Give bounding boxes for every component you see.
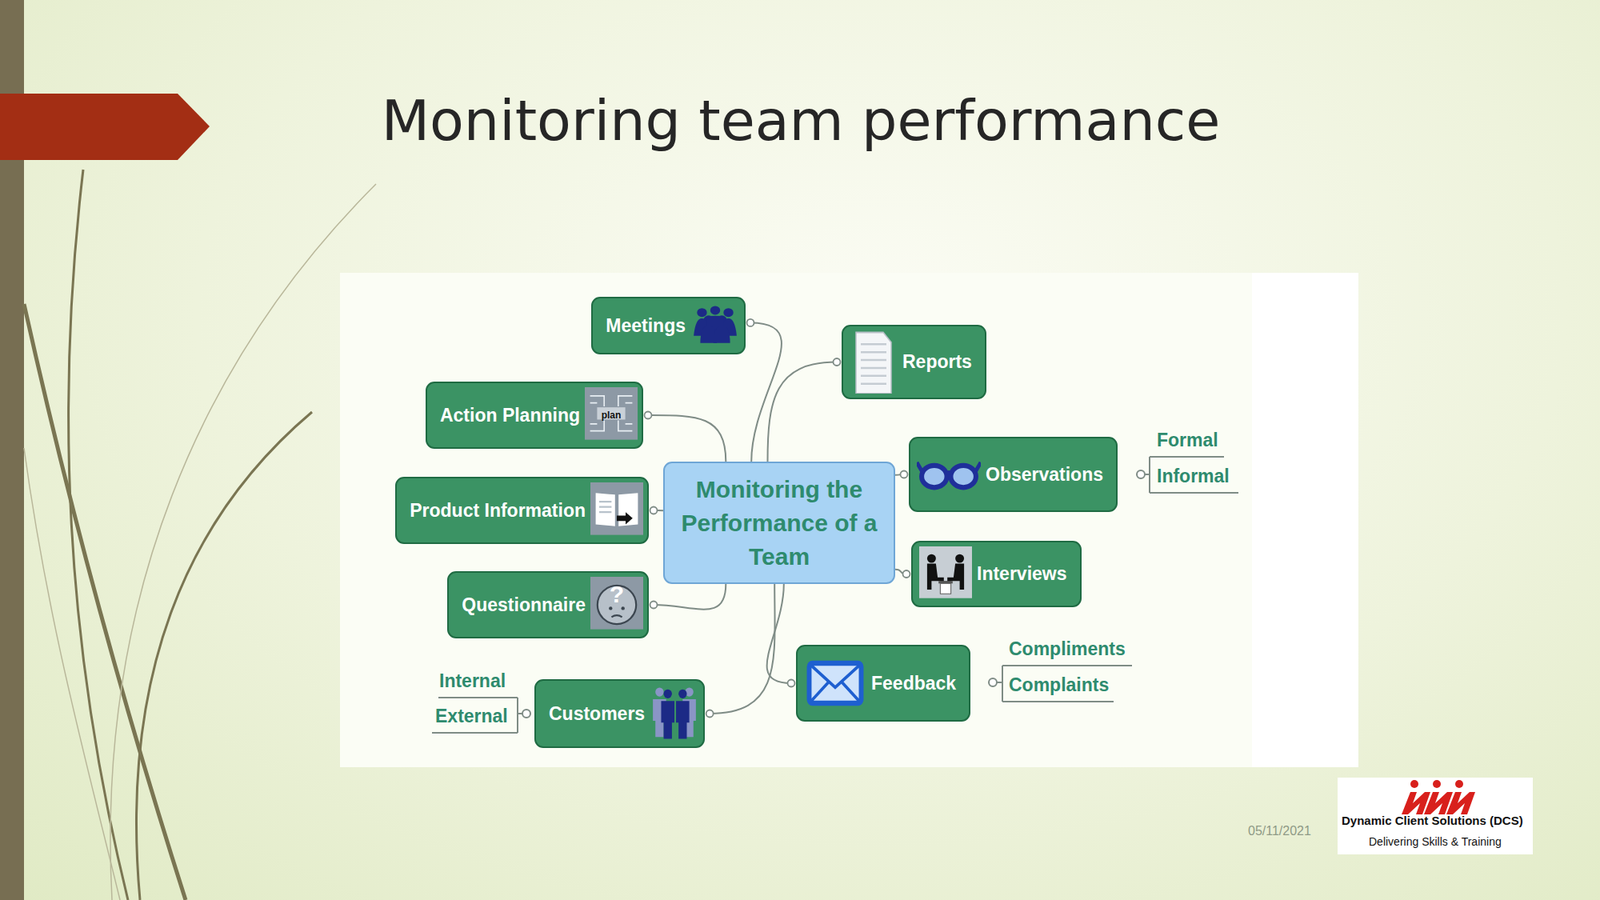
topic-icon — [690, 302, 740, 349]
topic-text: Product Information — [396, 500, 591, 522]
connector — [648, 415, 726, 462]
connector — [768, 362, 838, 463]
swoosh-lines — [24, 169, 376, 900]
logo-panel — [1337, 777, 1533, 855]
topic-box: Meetings — [591, 296, 746, 355]
topic-text: Feedback — [866, 672, 969, 695]
connector-dot — [650, 507, 658, 515]
topic-icon — [916, 442, 981, 507]
topic-icon — [649, 684, 700, 743]
date-stamp: 05/11/2021 — [1248, 824, 1312, 839]
topic-box: Action Planning plan — [425, 381, 644, 449]
logo-tagline: Delivering Skills & Training — [1368, 835, 1502, 848]
icon-text: plan — [601, 409, 622, 421]
icon-art — [690, 302, 740, 349]
topic-box: Reports — [841, 324, 987, 400]
connector — [653, 584, 726, 610]
topic-text: Monitoring the Performance of a Team — [664, 472, 894, 574]
slide-title: Monitoring team performance — [381, 88, 1221, 154]
topic-icon — [919, 546, 972, 602]
connector-dot — [833, 358, 841, 366]
topic-box: Observations — [908, 436, 1118, 512]
topic-box: Product Information — [395, 476, 649, 544]
topic-box: Feedback — [796, 644, 971, 722]
icon-art — [649, 684, 700, 743]
branch-label: External — [435, 705, 508, 728]
icon-art — [849, 330, 898, 394]
topic-text: Action Planning — [427, 404, 585, 427]
connector — [709, 584, 775, 714]
branch-label: Formal — [1156, 429, 1219, 452]
connector-dot — [650, 601, 658, 609]
topic-text: Meetings — [592, 315, 691, 337]
connector-dot — [788, 680, 796, 688]
topic-icon — [590, 482, 644, 539]
topic-icon — [849, 330, 898, 394]
topic-icon — [804, 650, 867, 716]
connector-dot — [644, 412, 652, 420]
image-panel — [340, 272, 1359, 768]
topic-text: Reports — [897, 351, 985, 373]
connector-dot — [747, 319, 755, 327]
branch-label: Complaints — [1008, 674, 1109, 696]
topic-icon: plan — [584, 387, 638, 444]
topic-text: Questionnaire — [448, 594, 591, 616]
topic-text: Observations — [980, 464, 1116, 486]
topic-text: Customers — [536, 703, 650, 725]
topic-box: Interviews — [911, 540, 1082, 608]
branch-label: Compliments — [1008, 638, 1126, 660]
title-arrow — [0, 93, 210, 160]
icon-text: ? — [609, 580, 624, 608]
connector-dot — [706, 710, 714, 718]
image-panel-ground — [340, 272, 1252, 768]
central-topic: Monitoring the Performance of a Team — [663, 461, 896, 584]
topic-icon: ? — [590, 576, 644, 633]
logo-name: Dynamic Client Solutions (DCS) — [1341, 813, 1524, 828]
topic-text: Interviews — [972, 563, 1080, 585]
icon-art — [804, 650, 867, 716]
icon-art — [916, 442, 981, 507]
topic-box: Customers — [534, 679, 705, 748]
topic-box: Questionnaire? — [447, 571, 649, 639]
branch-label: Informal — [1156, 465, 1230, 488]
connector-dot — [903, 570, 911, 578]
branch-label: Internal — [439, 670, 506, 692]
icon-art — [590, 482, 644, 539]
connector-dot — [900, 471, 908, 479]
connector — [767, 584, 792, 684]
icon-art — [919, 546, 972, 602]
